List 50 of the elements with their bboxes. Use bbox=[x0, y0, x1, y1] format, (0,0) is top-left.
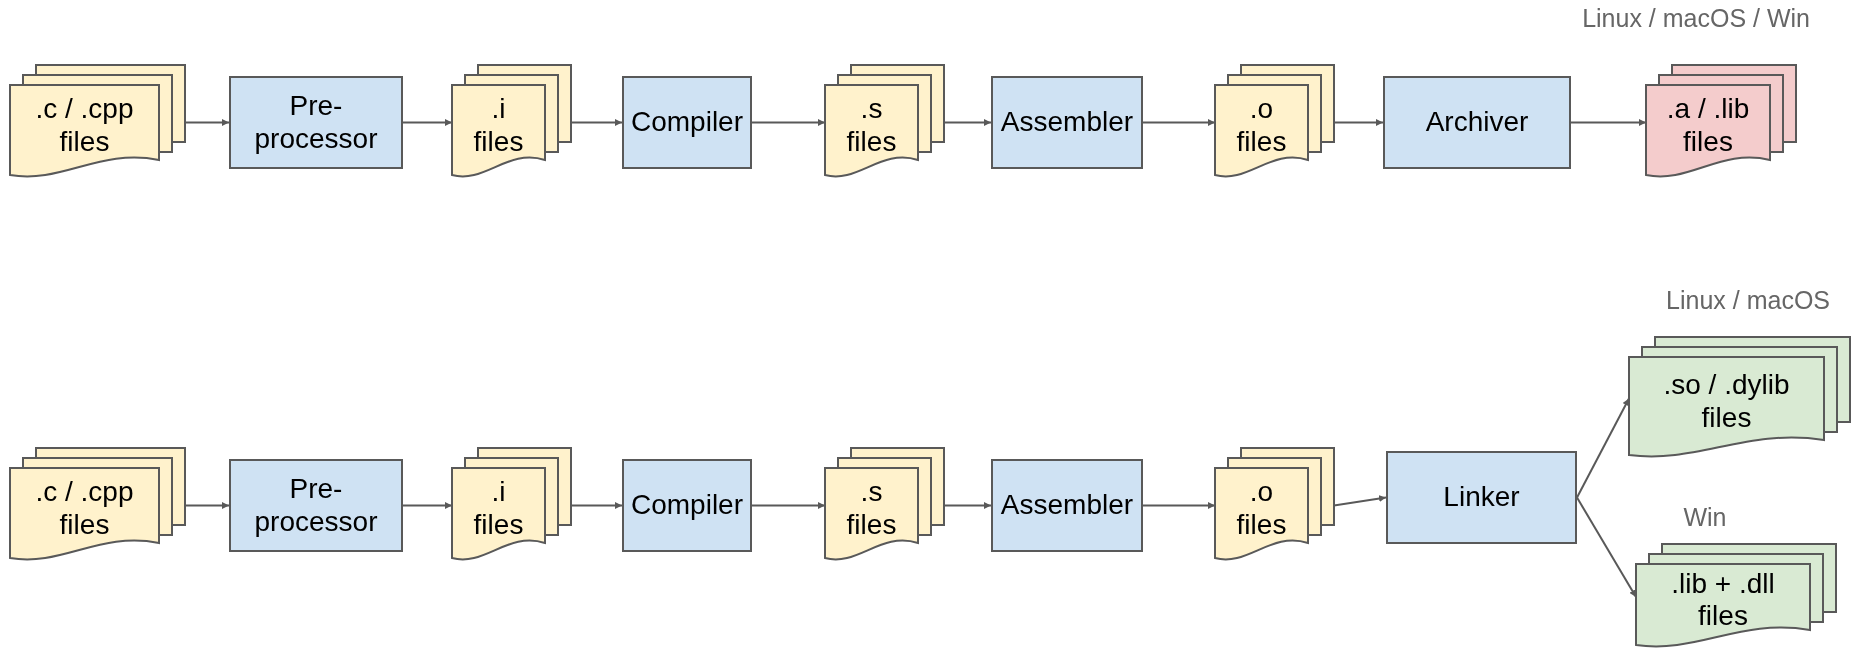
arrow bbox=[402, 502, 453, 509]
arrow bbox=[1142, 502, 1216, 509]
process-label: Archiver bbox=[1425, 106, 1529, 139]
document-stack bbox=[10, 65, 185, 180]
platform-label: Win bbox=[1682, 503, 1728, 532]
arrow bbox=[1576, 397, 1630, 499]
process-box bbox=[622, 459, 752, 552]
arrow bbox=[1576, 496, 1637, 598]
process-box bbox=[1386, 451, 1577, 544]
process-label: Linker bbox=[1443, 481, 1520, 514]
process-label: Pre- processor bbox=[253, 90, 379, 155]
document-stack bbox=[1629, 337, 1850, 460]
document-stack bbox=[1646, 65, 1796, 180]
process-box bbox=[1383, 76, 1571, 169]
arrow bbox=[751, 502, 826, 509]
file-label: .c / .cpp files bbox=[34, 476, 135, 541]
process-box bbox=[622, 76, 752, 169]
process-label: Assembler bbox=[1000, 489, 1134, 522]
process-box bbox=[991, 76, 1143, 169]
arrow bbox=[402, 119, 453, 126]
process-label: Compiler bbox=[631, 489, 743, 522]
file-label: .so / .dylib files bbox=[1662, 369, 1791, 434]
document-stack bbox=[1215, 448, 1334, 563]
platform-label: Linux / macOS bbox=[1665, 286, 1830, 315]
document-stack bbox=[825, 65, 944, 180]
arrow bbox=[751, 119, 826, 126]
file-label: .i files bbox=[472, 93, 525, 158]
process-label: Pre- processor bbox=[253, 473, 379, 538]
file-label: .o files bbox=[1235, 93, 1288, 158]
file-label: .i files bbox=[472, 476, 525, 541]
process-label: Assembler bbox=[1000, 106, 1134, 139]
process-box bbox=[229, 76, 403, 169]
file-label: .lib + .dll files bbox=[1670, 567, 1776, 633]
document-stack bbox=[10, 448, 185, 563]
file-label: .s files bbox=[845, 93, 898, 158]
file-label: .c / .cpp files bbox=[34, 93, 135, 158]
file-label: .s files bbox=[845, 476, 898, 541]
file-label: .o files bbox=[1235, 476, 1288, 541]
file-label: .a / .lib files bbox=[1665, 93, 1751, 158]
arrow bbox=[1570, 119, 1647, 126]
document-stack bbox=[1636, 544, 1836, 650]
process-box bbox=[229, 459, 403, 552]
document-stack bbox=[452, 65, 571, 180]
process-box bbox=[991, 459, 1143, 552]
arrow bbox=[1142, 119, 1216, 126]
document-stack bbox=[825, 448, 944, 563]
document-stack bbox=[1215, 65, 1334, 180]
platform-label: Linux / macOS / Win bbox=[1581, 4, 1810, 33]
document-stack bbox=[452, 448, 571, 563]
process-label: Compiler bbox=[631, 106, 743, 139]
